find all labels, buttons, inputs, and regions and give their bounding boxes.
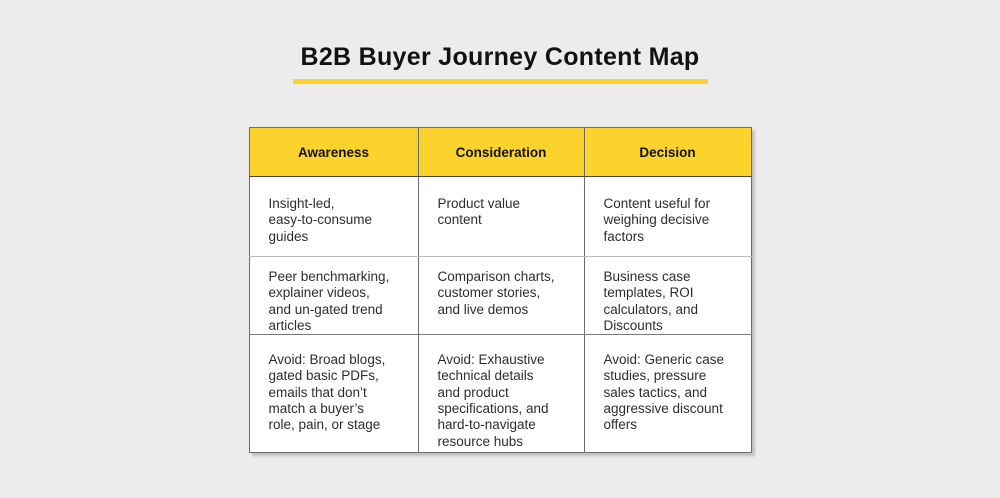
- cell-decision-row3: Avoid: Generic case studies, pressure sa…: [583, 334, 752, 453]
- cell-consideration-row3: Avoid: Exhaustive technical details and …: [417, 334, 585, 453]
- page-title: B2B Buyer Journey Content Map: [300, 43, 700, 71]
- cell-consideration-row2: Comparison charts, customer stories, and…: [417, 256, 585, 336]
- table-row-1: Insight-led, easy-to-consume guides Prod…: [248, 176, 752, 257]
- title-block: B2B Buyer Journey Content Map: [0, 0, 1000, 84]
- cell-decision-row2: Business case templates, ROI calculators…: [583, 256, 752, 336]
- cell-consideration-row1: Product value content: [417, 176, 585, 257]
- header-consideration: Consideration: [417, 127, 585, 177]
- header-decision: Decision: [583, 127, 752, 177]
- title-underline: [292, 79, 708, 84]
- header-awareness: Awareness: [248, 127, 419, 177]
- cell-awareness-row3: Avoid: Broad blogs, gated basic PDFs, em…: [248, 334, 419, 453]
- table-row-3-avoid: Avoid: Broad blogs, gated basic PDFs, em…: [248, 334, 752, 453]
- table-header-row: Awareness Consideration Decision: [248, 127, 752, 177]
- cell-awareness-row2: Peer benchmarking, explainer videos, and…: [248, 256, 419, 336]
- cell-decision-row1: Content useful for weighing decisive fac…: [583, 176, 752, 257]
- content-map-table: Awareness Consideration Decision Insight…: [248, 127, 752, 454]
- table-row-2: Peer benchmarking, explainer videos, and…: [248, 256, 752, 336]
- cell-awareness-row1: Insight-led, easy-to-consume guides: [248, 176, 419, 257]
